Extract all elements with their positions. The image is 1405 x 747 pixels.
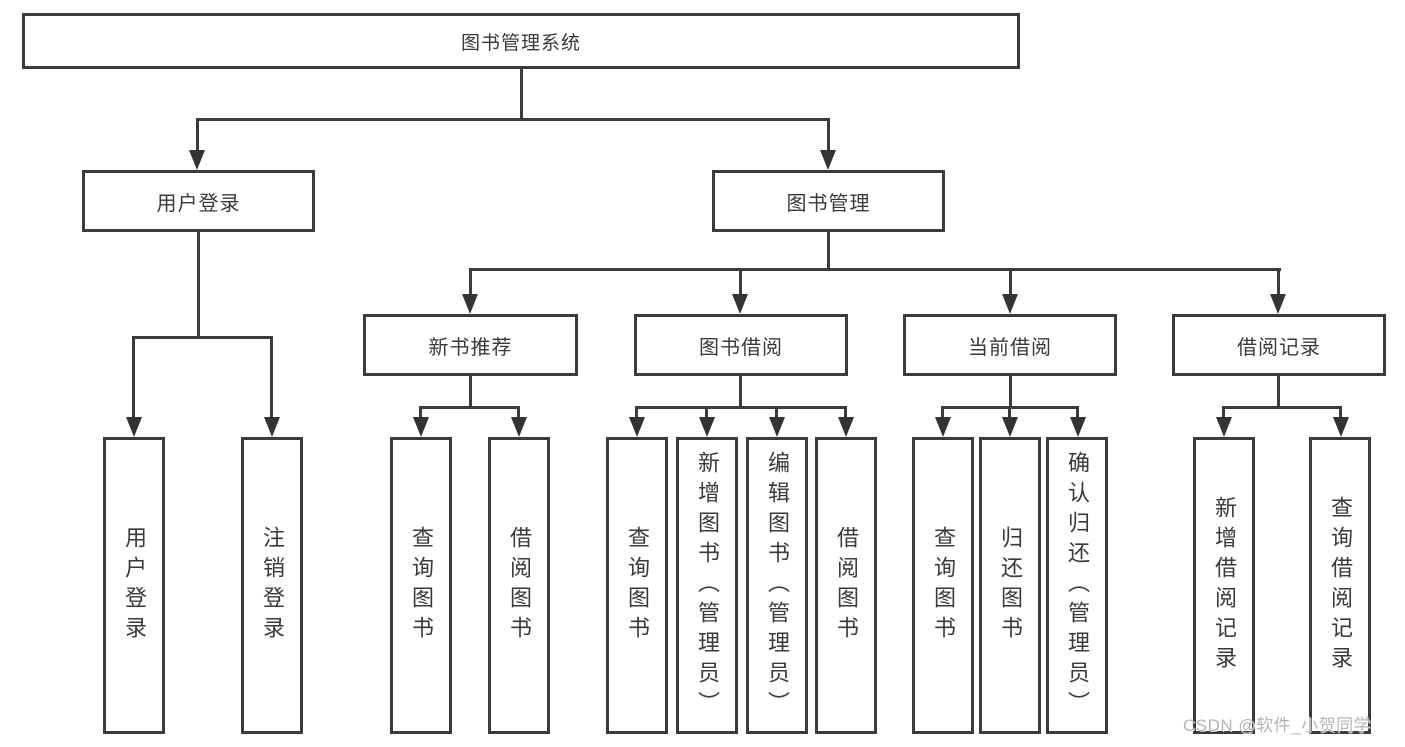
node-root: 图书管理系统: [22, 13, 1020, 69]
arrowhead-down-icon: [511, 417, 527, 437]
node-book-management-label: 图书管理: [786, 192, 871, 215]
connector-drop-leaf: [270, 336, 273, 418]
leaf-query-books-3: 查询图书: [912, 437, 974, 734]
leaf-label: 查询图书: [409, 525, 434, 646]
arrowhead-down-icon: [462, 294, 478, 314]
leaf-add-borrow-record: 新增借阅记录: [1193, 437, 1255, 734]
leaf-label: 借阅图书: [507, 525, 532, 646]
connector-drop-leaf: [941, 406, 944, 418]
leaf-borrow-books-2: 借阅图书: [815, 437, 877, 734]
leaf-label: 注销登录: [260, 525, 285, 646]
arrowhead-down-icon: [838, 417, 854, 437]
connector-drop-leaf: [1008, 406, 1011, 418]
connector-drop-leaf: [705, 406, 708, 418]
connector-book-borrow-stem: [739, 376, 742, 408]
node-root-label: 图书管理系统: [460, 32, 581, 54]
arrowhead-down-icon: [1270, 294, 1286, 314]
node-new-books: 新书推荐: [363, 314, 578, 376]
arrowhead-down-icon: [769, 417, 785, 437]
leaf-add-books-admin: 新增图书（管理员）: [676, 437, 738, 734]
arrowhead-down-icon: [264, 417, 280, 437]
connector-drop-leaf: [1076, 406, 1079, 418]
connector-book-borrow-crossbar: [635, 406, 847, 409]
csdn-watermark: CSDN @软件_小贺同学: [1183, 716, 1372, 735]
arrowhead-down-icon: [699, 417, 715, 437]
connector-root-stem: [520, 69, 523, 120]
connector-drop-user-login: [196, 118, 199, 152]
arrowhead-down-icon: [1070, 417, 1086, 437]
leaf-label: 查询借阅记录: [1328, 495, 1353, 676]
leaf-user-login: 用户登录: [103, 437, 165, 734]
node-current-borrow: 当前借阅: [903, 314, 1117, 376]
leaf-label: 借阅图书: [834, 525, 859, 646]
connector-drop-book-management: [827, 118, 830, 152]
leaf-confirm-return-admin: 确认归还（管理员）: [1046, 437, 1108, 734]
arrowhead-down-icon: [820, 150, 836, 170]
leaf-borrow-books-1: 借阅图书: [488, 437, 550, 734]
connector-root-crossbar: [196, 118, 830, 121]
connector-drop-leaf: [419, 406, 422, 418]
arrowhead-down-icon: [413, 417, 429, 437]
node-book-borrow-label: 图书借阅: [699, 336, 783, 359]
connector-drop-book-borrow: [739, 268, 742, 296]
leaf-logout: 注销登录: [241, 437, 303, 734]
leaf-label: 查询图书: [625, 525, 650, 646]
node-book-management: 图书管理: [712, 170, 945, 232]
arrowhead-down-icon: [935, 417, 951, 437]
connector-drop-leaf: [1222, 406, 1225, 418]
connector-borrow-records-stem: [1277, 376, 1280, 408]
connector-user-login-stem: [197, 232, 200, 336]
connector-drop-leaf: [844, 406, 847, 418]
connector-drop-new-books: [469, 268, 472, 296]
connector-user-login-crossbar: [132, 336, 273, 339]
arrowhead-down-icon: [1002, 417, 1018, 437]
node-new-books-label: 新书推荐: [428, 336, 513, 359]
connector-drop-borrow-records: [1277, 268, 1280, 296]
connector-book-management-stem: [827, 232, 830, 270]
leaf-label: 归还图书: [998, 525, 1023, 646]
node-current-borrow-label: 当前借阅: [968, 336, 1052, 359]
leaf-label: 编辑图书（管理员）: [765, 450, 790, 721]
leaf-edit-books-admin: 编辑图书（管理员）: [746, 437, 808, 734]
leaf-query-books-1: 查询图书: [390, 437, 452, 734]
leaf-query-books-2: 查询图书: [606, 437, 668, 734]
arrowhead-down-icon: [1216, 417, 1232, 437]
leaf-return-books: 归还图书: [979, 437, 1041, 734]
connector-new-books-stem: [469, 376, 472, 408]
node-borrow-records: 借阅记录: [1172, 314, 1386, 376]
leaf-label: 新增借阅记录: [1212, 495, 1237, 676]
connector-borrow-records-crossbar: [1222, 406, 1342, 409]
connector-drop-leaf: [775, 406, 778, 418]
leaf-label: 查询图书: [931, 525, 956, 646]
arrowhead-down-icon: [1002, 294, 1018, 314]
connector-drop-leaf: [1339, 406, 1342, 418]
node-book-borrow: 图书借阅: [634, 314, 848, 376]
arrowhead-down-icon: [189, 150, 205, 170]
connector-new-books-crossbar: [419, 406, 520, 409]
node-borrow-records-label: 借阅记录: [1237, 336, 1321, 359]
leaf-query-borrow-record: 查询借阅记录: [1309, 437, 1371, 734]
arrowhead-down-icon: [1333, 417, 1349, 437]
connector-drop-current-borrow: [1009, 268, 1012, 296]
connector-current-borrow-stem: [1009, 376, 1012, 408]
node-user-login-label: 用户登录: [156, 192, 241, 215]
node-user-login: 用户登录: [82, 170, 315, 232]
connector-drop-leaf: [517, 406, 520, 418]
leaf-label: 用户登录: [122, 525, 147, 646]
connector-drop-leaf: [132, 336, 135, 418]
connector-book-management-crossbar: [469, 268, 1281, 271]
connector-drop-leaf: [635, 406, 638, 418]
arrowhead-down-icon: [126, 417, 142, 437]
arrowhead-down-icon: [732, 294, 748, 314]
leaf-label: 新增图书（管理员）: [695, 450, 720, 721]
leaf-label: 确认归还（管理员）: [1065, 450, 1090, 721]
arrowhead-down-icon: [629, 417, 645, 437]
